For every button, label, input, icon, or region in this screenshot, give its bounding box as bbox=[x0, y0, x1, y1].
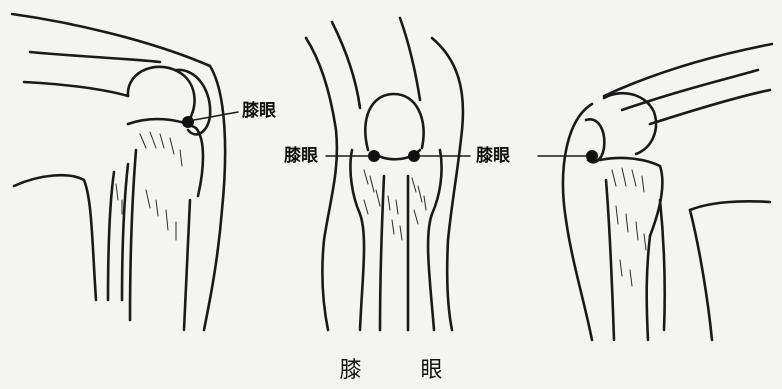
left-view-point bbox=[182, 116, 194, 128]
front-right-point bbox=[408, 150, 420, 162]
front-right-label: 膝眼 bbox=[476, 148, 510, 165]
front-left-point bbox=[368, 150, 380, 162]
left-view-label: 膝眼 bbox=[242, 103, 276, 120]
center-knee-drawing bbox=[306, 18, 470, 330]
right-view-point bbox=[586, 150, 598, 162]
figure-caption: 膝 眼 bbox=[0, 352, 782, 384]
right-knee-drawing bbox=[538, 44, 772, 340]
front-left-label: 膝眼 bbox=[284, 148, 318, 165]
left-knee-drawing bbox=[12, 14, 238, 330]
